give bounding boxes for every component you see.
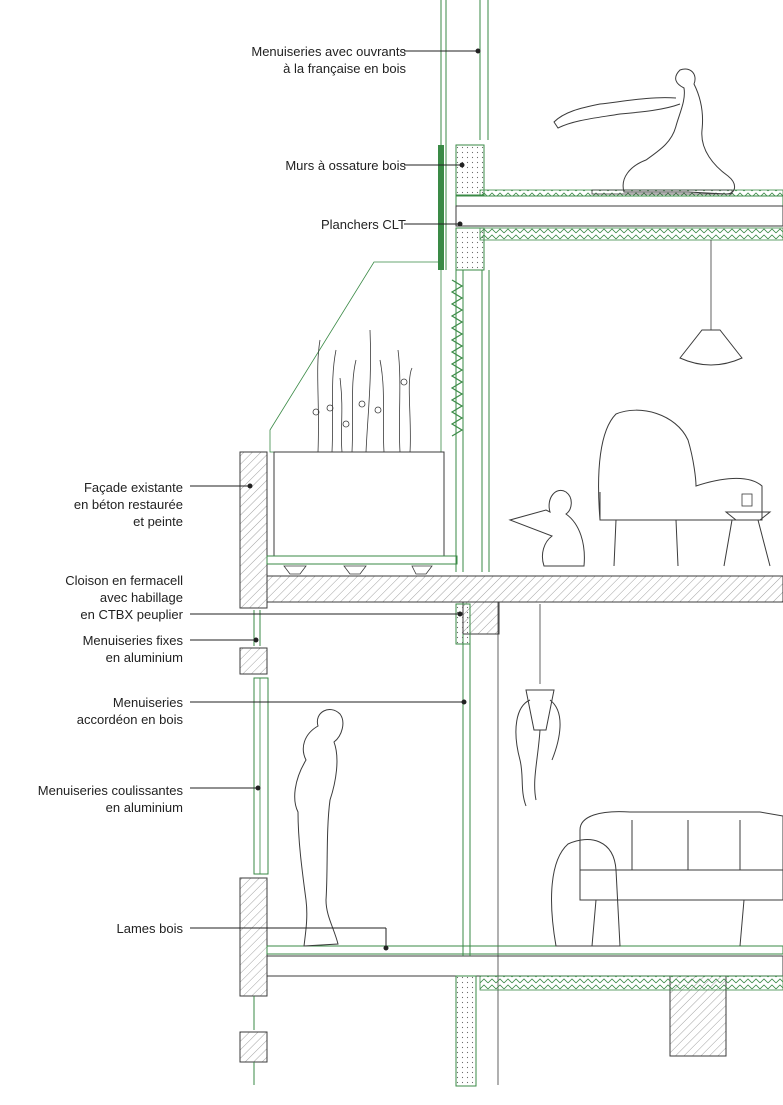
label-line: Planchers CLT	[320, 217, 406, 232]
label-line: avec habillage	[99, 590, 183, 605]
clt-floor-insul	[479, 227, 783, 241]
child-reading-outline	[508, 490, 585, 567]
sliding-window	[253, 677, 269, 875]
label-line: en CTBX peuplier	[80, 607, 183, 622]
floor-boards	[266, 945, 783, 955]
label-planchers-clt: Planchers CLT	[321, 216, 406, 233]
timber-wall-lower	[455, 227, 485, 271]
label-menuiseries-accordeon: Menuiseries accordéon en bois	[77, 694, 183, 728]
label-line: en aluminium	[105, 800, 183, 815]
label-menuiseries-fixes: Menuiseries fixes en aluminium	[83, 632, 183, 666]
label-menuiseries-ouvrants: Menuiseries avec ouvrants à la française…	[251, 43, 406, 77]
label-line: Menuiseries	[112, 695, 183, 710]
label-line: Lames bois	[116, 921, 183, 936]
label-line: à la française en bois	[283, 61, 406, 76]
label-line: et peinte	[133, 514, 183, 529]
label-line: Murs à ossature bois	[285, 158, 406, 173]
timber-wall-upper	[455, 144, 485, 196]
label-cloison: Cloison en fermacell avec habillage en C…	[65, 572, 183, 623]
woman-yoga-outline	[553, 68, 735, 195]
concrete-facade-upper	[239, 451, 268, 609]
label-line: en béton restaurée	[73, 497, 183, 512]
armchair-outline	[598, 409, 763, 567]
label-line: en aluminium	[105, 650, 183, 665]
hanging-plant-outline	[515, 689, 561, 807]
concrete-facade-lower	[239, 877, 268, 997]
cloison-fermacell	[455, 603, 471, 645]
label-facade: Façade existante en béton restaurée et p…	[74, 479, 183, 530]
sofa-outline	[551, 811, 783, 947]
concrete-facade-base	[239, 1031, 268, 1063]
label-line: Menuiseries fixes	[82, 633, 183, 648]
upper-floor-finish	[479, 189, 783, 197]
label-line: Menuiseries avec ouvrants	[251, 44, 406, 59]
label-lames-bois: Lames bois	[117, 920, 183, 937]
concrete-facade-mid	[239, 647, 268, 675]
leader-lines	[190, 48, 481, 951]
label-line: Cloison en fermacell	[65, 573, 183, 588]
label-line: Menuiseries coulissantes	[37, 783, 183, 798]
clt-floor-top	[455, 195, 783, 207]
glass-balustrade	[269, 261, 442, 453]
planter	[273, 451, 445, 557]
standing-woman-outline	[294, 709, 344, 947]
concrete-slab-ground	[266, 955, 783, 977]
label-line: accordéon en bois	[76, 712, 183, 727]
clt-floor	[455, 205, 783, 227]
label-menuiseries-coulissantes: Menuiseries coulissantes en aluminium	[38, 782, 183, 816]
concrete-slab-1	[266, 575, 783, 603]
label-murs-ossature: Murs à ossature bois	[285, 157, 406, 174]
label-line: Façade existante	[83, 480, 183, 495]
